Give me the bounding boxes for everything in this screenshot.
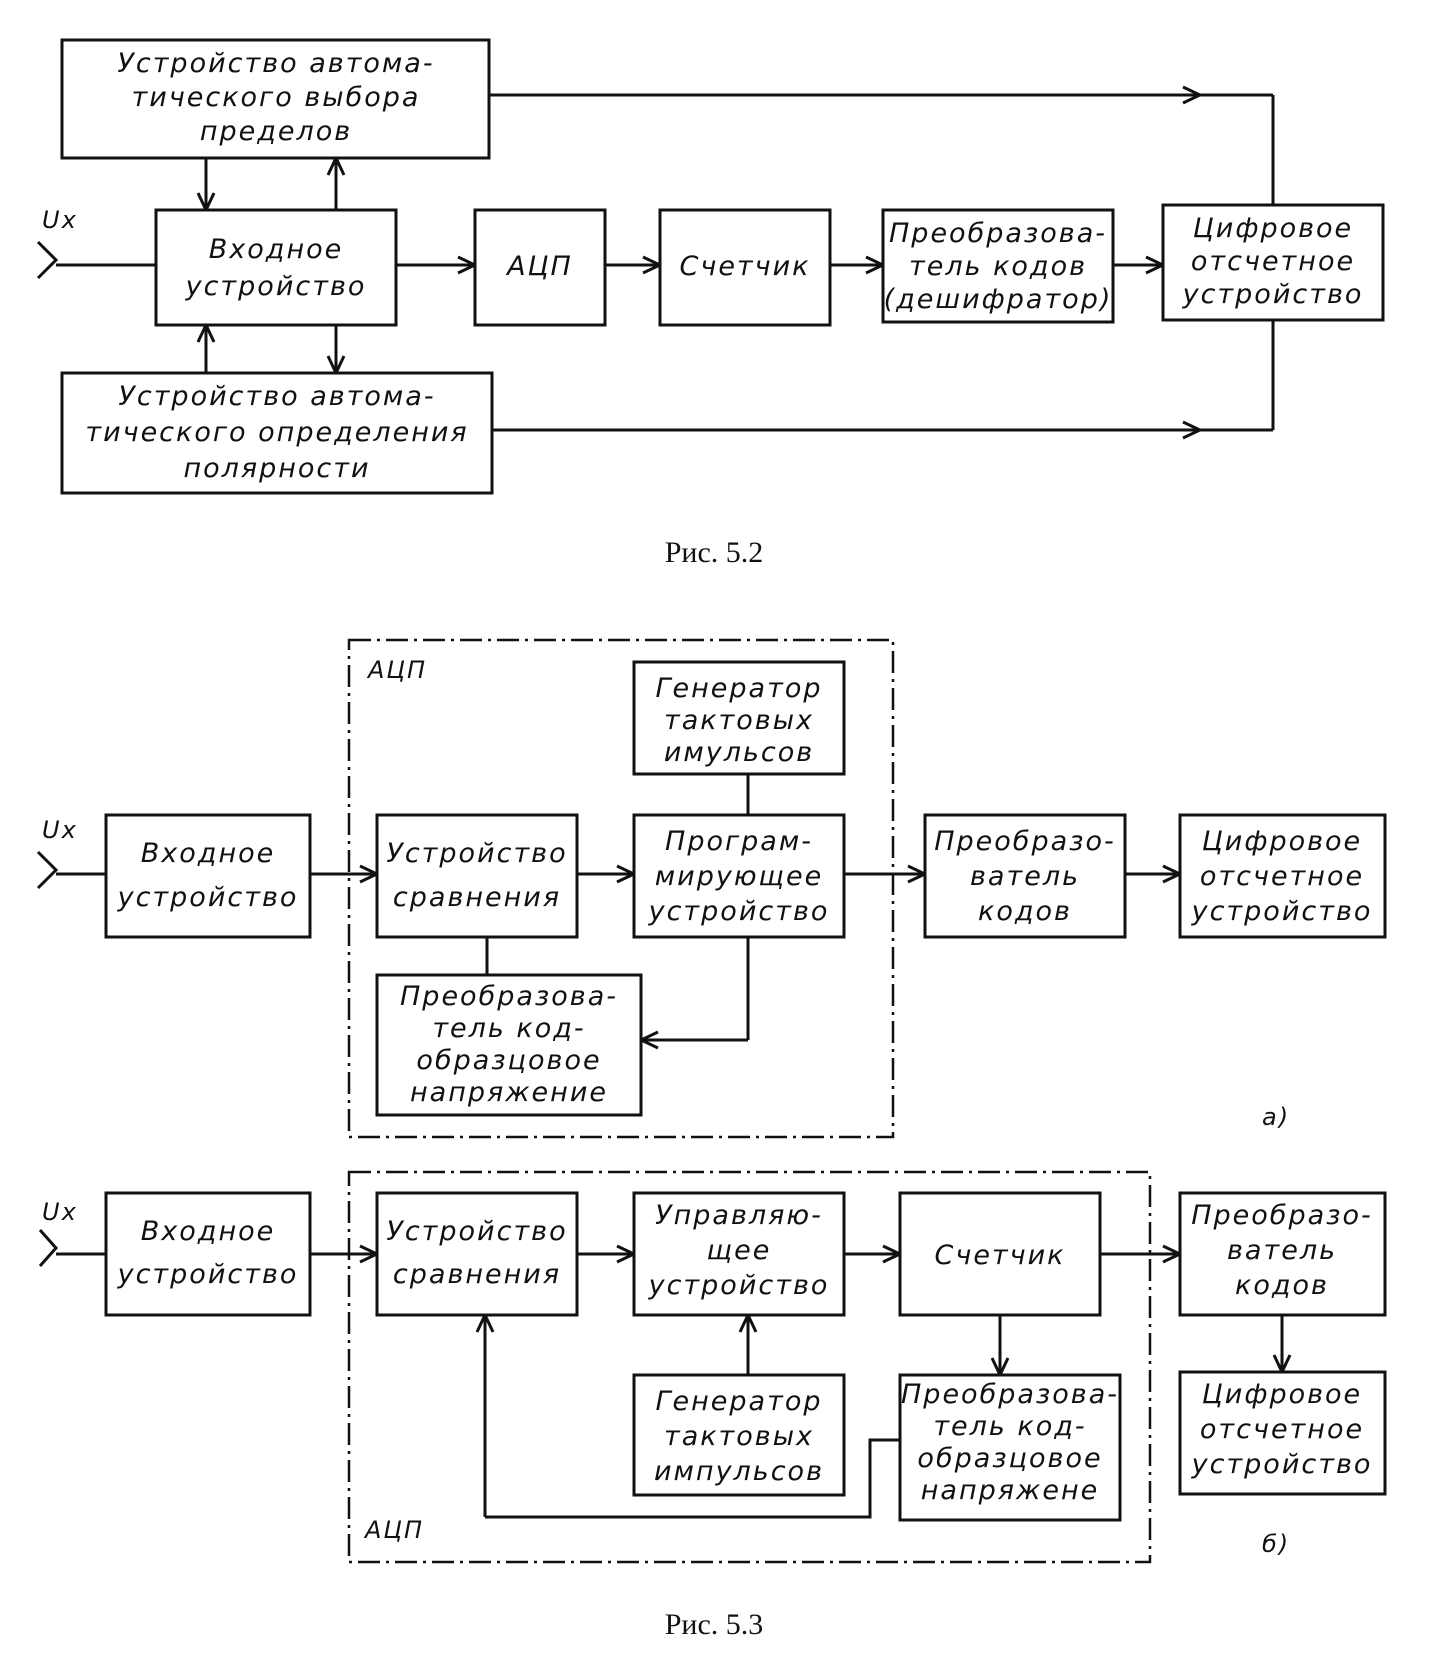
caption-5-3: Рис. 5.3 xyxy=(665,1608,764,1641)
display-text-b-1: Цифровое xyxy=(1202,1379,1362,1410)
auto-range-box xyxy=(60,38,491,160)
display-text-b-2: отсчетное xyxy=(1200,1414,1364,1445)
input-device-text-2: устройство xyxy=(185,271,367,302)
adc-boundary-a xyxy=(347,638,895,1139)
decoder-box xyxy=(881,208,1115,324)
programmer-text-a-2: мирующее xyxy=(655,861,823,892)
auto-range-text-1: Устройство автома- xyxy=(117,48,434,79)
display-text-a-1: Цифровое xyxy=(1202,826,1362,857)
converter-text-b-2: ватель xyxy=(1227,1235,1337,1266)
display-box-a xyxy=(1178,813,1387,939)
input-device-text-a-1: Входное xyxy=(141,838,275,869)
subfigure-label-a: а) xyxy=(1262,1103,1290,1131)
display-text-a-3: устройство xyxy=(1191,896,1373,927)
auto-range-text-3: пределов xyxy=(200,116,352,147)
input-label-a: Ux xyxy=(42,816,78,844)
figure-5-2: Ux Устройство автома- тического выбора п… xyxy=(36,38,1385,569)
dac-text-b-4: напряжене xyxy=(921,1475,1099,1506)
decoder-text-3: (дешифратор) xyxy=(884,284,1113,315)
display-text-3: устройство xyxy=(1182,279,1364,310)
auto-polarity-text-2: тического определения xyxy=(85,417,468,448)
clock-box-a xyxy=(632,660,846,776)
comparator-text-a-2: сравнения xyxy=(393,882,561,913)
converter-text-a-3: кодов xyxy=(978,896,1072,927)
comparator-box-a xyxy=(375,813,579,939)
input-terminal-b xyxy=(38,1229,59,1267)
input-device-text-b-1: Входное xyxy=(141,1216,275,1247)
auto-polarity-text-3: полярности xyxy=(183,453,370,484)
counter-box xyxy=(658,208,832,327)
clock-text-b-2: тактовых xyxy=(664,1421,814,1452)
clock-text-b-1: Генератор xyxy=(656,1386,823,1417)
input-device-text-1: Входное xyxy=(209,234,343,265)
clock-text-a-1: Генератор xyxy=(656,673,823,704)
dac-box-b xyxy=(898,1373,1122,1522)
display-text-2: отсчетное xyxy=(1191,246,1355,277)
display-text-b-3: устройство xyxy=(1191,1449,1373,1480)
auto-range-text-2: тического выбора xyxy=(132,82,421,113)
dac-feedback-line-b xyxy=(485,1438,900,1519)
converter-text-a-1: Преобразо- xyxy=(934,826,1116,857)
converter-box-a xyxy=(923,813,1127,939)
decoder-text-1: Преобразова- xyxy=(889,218,1107,249)
dac-text-b-3: образцовое xyxy=(917,1443,1102,1474)
counter-text: Счетчик xyxy=(680,251,811,282)
adc-box xyxy=(473,208,607,327)
dac-text-a-1: Преобразова- xyxy=(400,981,618,1012)
subfigure-label-b: б) xyxy=(1262,1530,1290,1558)
dac-box-a xyxy=(375,973,643,1117)
adc-label-b: АЦП xyxy=(363,1516,424,1544)
counter-box-b xyxy=(898,1191,1102,1317)
input-terminal xyxy=(36,240,59,280)
input-device-box xyxy=(154,208,398,327)
clock-box-b xyxy=(632,1373,846,1497)
display-text-1: Цифровое xyxy=(1193,213,1353,244)
controller-text-b-3: устройство xyxy=(648,1270,830,1301)
dac-text-a-3: образцовое xyxy=(416,1045,601,1076)
input-device-text-a-2: устройство xyxy=(117,882,299,913)
input-label: Ux xyxy=(42,206,78,234)
auto-polarity-text-1: Устройство автома- xyxy=(118,381,435,412)
clock-text-a-2: тактовых xyxy=(664,705,814,736)
figure-5-3b: Ux АЦП Входное устройство Устройство сра… xyxy=(38,1170,1387,1564)
display-text-a-2: отсчетное xyxy=(1200,861,1364,892)
comparator-text-a-1: Устройство xyxy=(386,838,567,869)
caption-5-2: Рис. 5.2 xyxy=(665,536,764,569)
controller-text-b-2: щее xyxy=(707,1235,772,1266)
clock-text-a-3: имульсов xyxy=(664,737,814,768)
input-device-text-b-2: устройство xyxy=(117,1259,299,1290)
comparator-text-b-2: сравнения xyxy=(393,1259,561,1290)
dac-text-b-2: тель код- xyxy=(933,1411,1086,1442)
clock-text-b-3: импульсов xyxy=(654,1456,824,1487)
programmer-box-a xyxy=(632,813,846,939)
comparator-box-b xyxy=(375,1191,579,1317)
decoder-text-2: тель кодов xyxy=(909,251,1087,282)
adc-label-a: АЦП xyxy=(366,656,427,684)
converter-text-b-1: Преобразо- xyxy=(1191,1200,1373,1231)
dac-text-a-4: напряжение xyxy=(410,1077,608,1108)
converter-text-b-3: кодов xyxy=(1235,1270,1329,1301)
input-label-b: Ux xyxy=(42,1198,78,1226)
display-box-b xyxy=(1178,1370,1387,1496)
programmer-text-a-1: Програм- xyxy=(665,826,813,857)
dac-text-b-1: Преобразова- xyxy=(901,1379,1119,1410)
auto-polarity-box xyxy=(60,371,494,495)
adc-boundary-b xyxy=(347,1170,1152,1564)
programmer-text-a-3: устройство xyxy=(648,896,830,927)
counter-text-b: Счетчик xyxy=(935,1240,1066,1271)
adc-text: АЦП xyxy=(505,251,573,282)
input-device-box-a xyxy=(104,813,312,939)
converter-box-b xyxy=(1178,1191,1387,1317)
figure-5-3a: Ux АЦП Входное устройство Устройство сра… xyxy=(36,638,1387,1139)
converter-text-a-2: ватель xyxy=(970,861,1080,892)
controller-box-b xyxy=(632,1191,846,1317)
controller-text-b-1: Управляю- xyxy=(655,1200,823,1231)
input-terminal-a xyxy=(36,850,59,890)
comparator-text-b-1: Устройство xyxy=(386,1216,567,1247)
dac-text-a-2: тель код- xyxy=(432,1013,585,1044)
input-device-box-b xyxy=(104,1191,312,1317)
